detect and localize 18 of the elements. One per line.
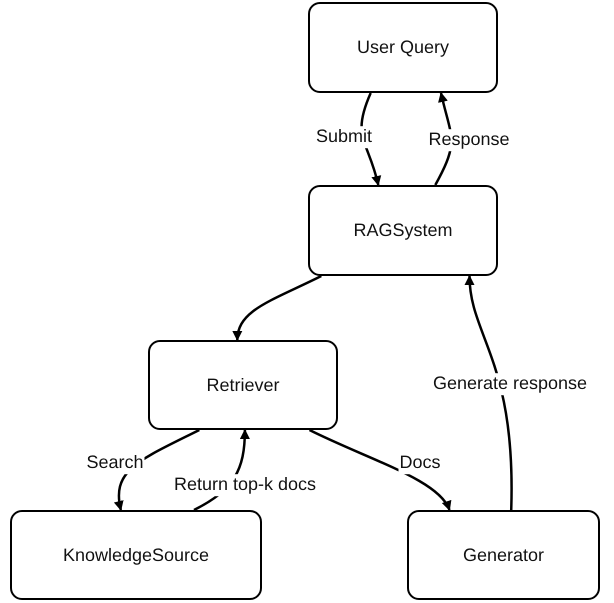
edge-label: Generate response: [432, 373, 588, 395]
process-box: [10, 510, 262, 600]
node-label: Generator: [462, 544, 544, 566]
arrow: [308, 428, 451, 511]
process-box: [407, 510, 600, 600]
node-label: Retriever: [206, 374, 280, 396]
node-label: RAGSystem: [353, 220, 453, 241]
process-box: [308, 185, 498, 276]
process-box: [308, 2, 498, 93]
edge-label: Search: [85, 452, 145, 474]
edge-label: Response: [427, 129, 511, 151]
edge-label: Submit: [314, 126, 374, 148]
arrow: [233, 274, 322, 341]
node-label: KnowledgeSource: [62, 544, 210, 566]
edge-label: Return top-k docs: [172, 474, 318, 496]
process-box: [148, 340, 338, 430]
node-label: User Query: [356, 37, 450, 58]
arrow: [465, 275, 513, 510]
